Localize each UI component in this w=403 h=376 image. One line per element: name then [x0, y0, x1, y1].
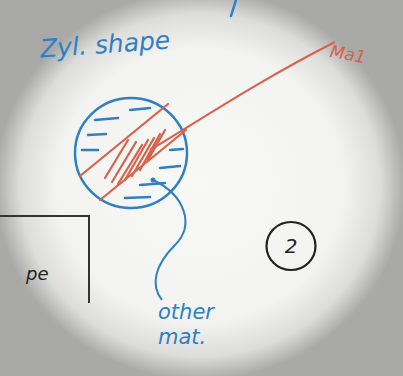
leader-line [153, 180, 185, 300]
material-label: other mat. [158, 300, 238, 350]
red-layer [80, 104, 186, 200]
callout-number: 2 [265, 220, 317, 272]
part-box: pe [0, 215, 90, 303]
sketch-title: Zyl. shape [39, 25, 171, 63]
pen-stroke [231, 0, 236, 16]
callout-text: 2 [285, 234, 298, 258]
box-text: pe [26, 263, 88, 284]
leader-line [150, 42, 335, 150]
material-label: Ma1 [329, 41, 368, 67]
material-dashes [82, 108, 183, 198]
